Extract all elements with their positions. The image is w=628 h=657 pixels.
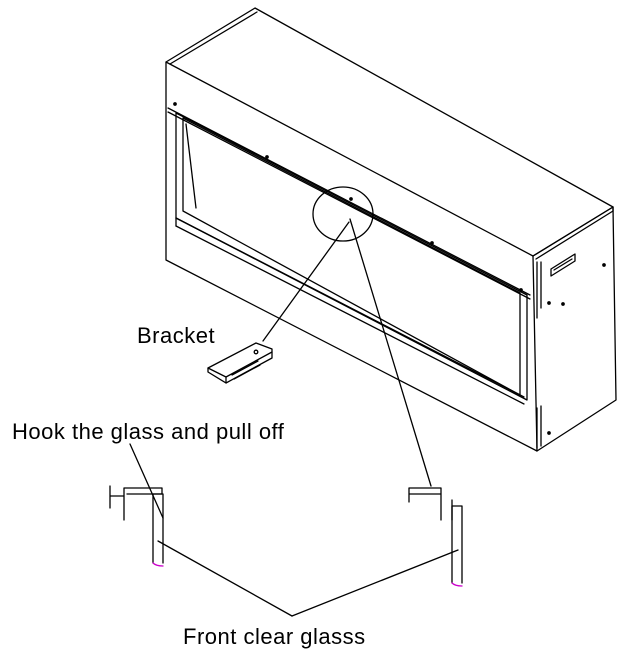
- bracket-part: [207, 342, 273, 384]
- window-frame: [175, 112, 528, 401]
- leader-to-bracket: [262, 221, 350, 342]
- side-handle: [550, 253, 576, 277]
- right-glass-section: [408, 487, 463, 587]
- hook-instruction-label: Hook the glass and pull off: [12, 419, 285, 444]
- left-hook: [109, 485, 163, 521]
- left-glass-pane: [152, 493, 164, 564]
- fireplace-unit: [165, 7, 617, 452]
- detail-callout: [262, 186, 432, 487]
- leader-to-right-glass: [349, 218, 432, 487]
- front-glass-label: Front clear glasss: [183, 624, 366, 649]
- right-glass-pane: [451, 505, 463, 584]
- left-glass-section: [109, 443, 164, 567]
- detail-circle: [312, 186, 374, 242]
- glass-label-leaders: [157, 540, 459, 617]
- right-hook: [408, 487, 453, 521]
- bracket-label: Bracket: [137, 323, 216, 348]
